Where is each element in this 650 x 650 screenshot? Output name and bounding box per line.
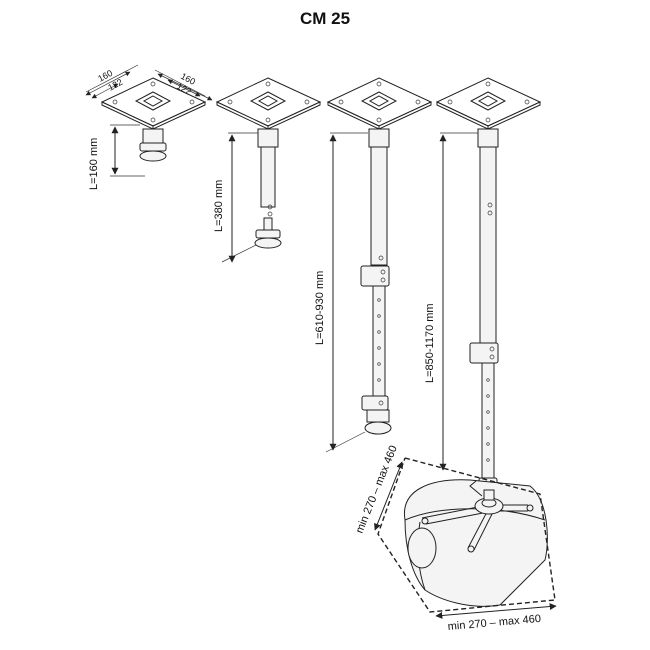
mount-160: 160 122 160 122 L=160 mm: [85, 64, 213, 190]
projector: min 270 – max 460 min 270 – max 460: [354, 444, 557, 633]
projector-width-label: min 270 – max 460: [447, 613, 541, 633]
length-label-2: L=380 mm: [213, 180, 225, 232]
length-label-3: L=610-930 mm: [314, 271, 326, 345]
mount-850-1170: L=850-1170 mm: [424, 77, 542, 493]
projector-depth-label: min 270 – max 460: [354, 444, 400, 535]
mount-610-930: L=610-930 mm: [314, 77, 433, 453]
length-label-1: L=160 mm: [88, 138, 100, 190]
length-label-4: L=850-1170 mm: [424, 303, 436, 383]
projector-lens: [407, 527, 437, 569]
mount-380: L=380 mm: [213, 77, 322, 263]
page-title: CM 25: [300, 9, 350, 28]
